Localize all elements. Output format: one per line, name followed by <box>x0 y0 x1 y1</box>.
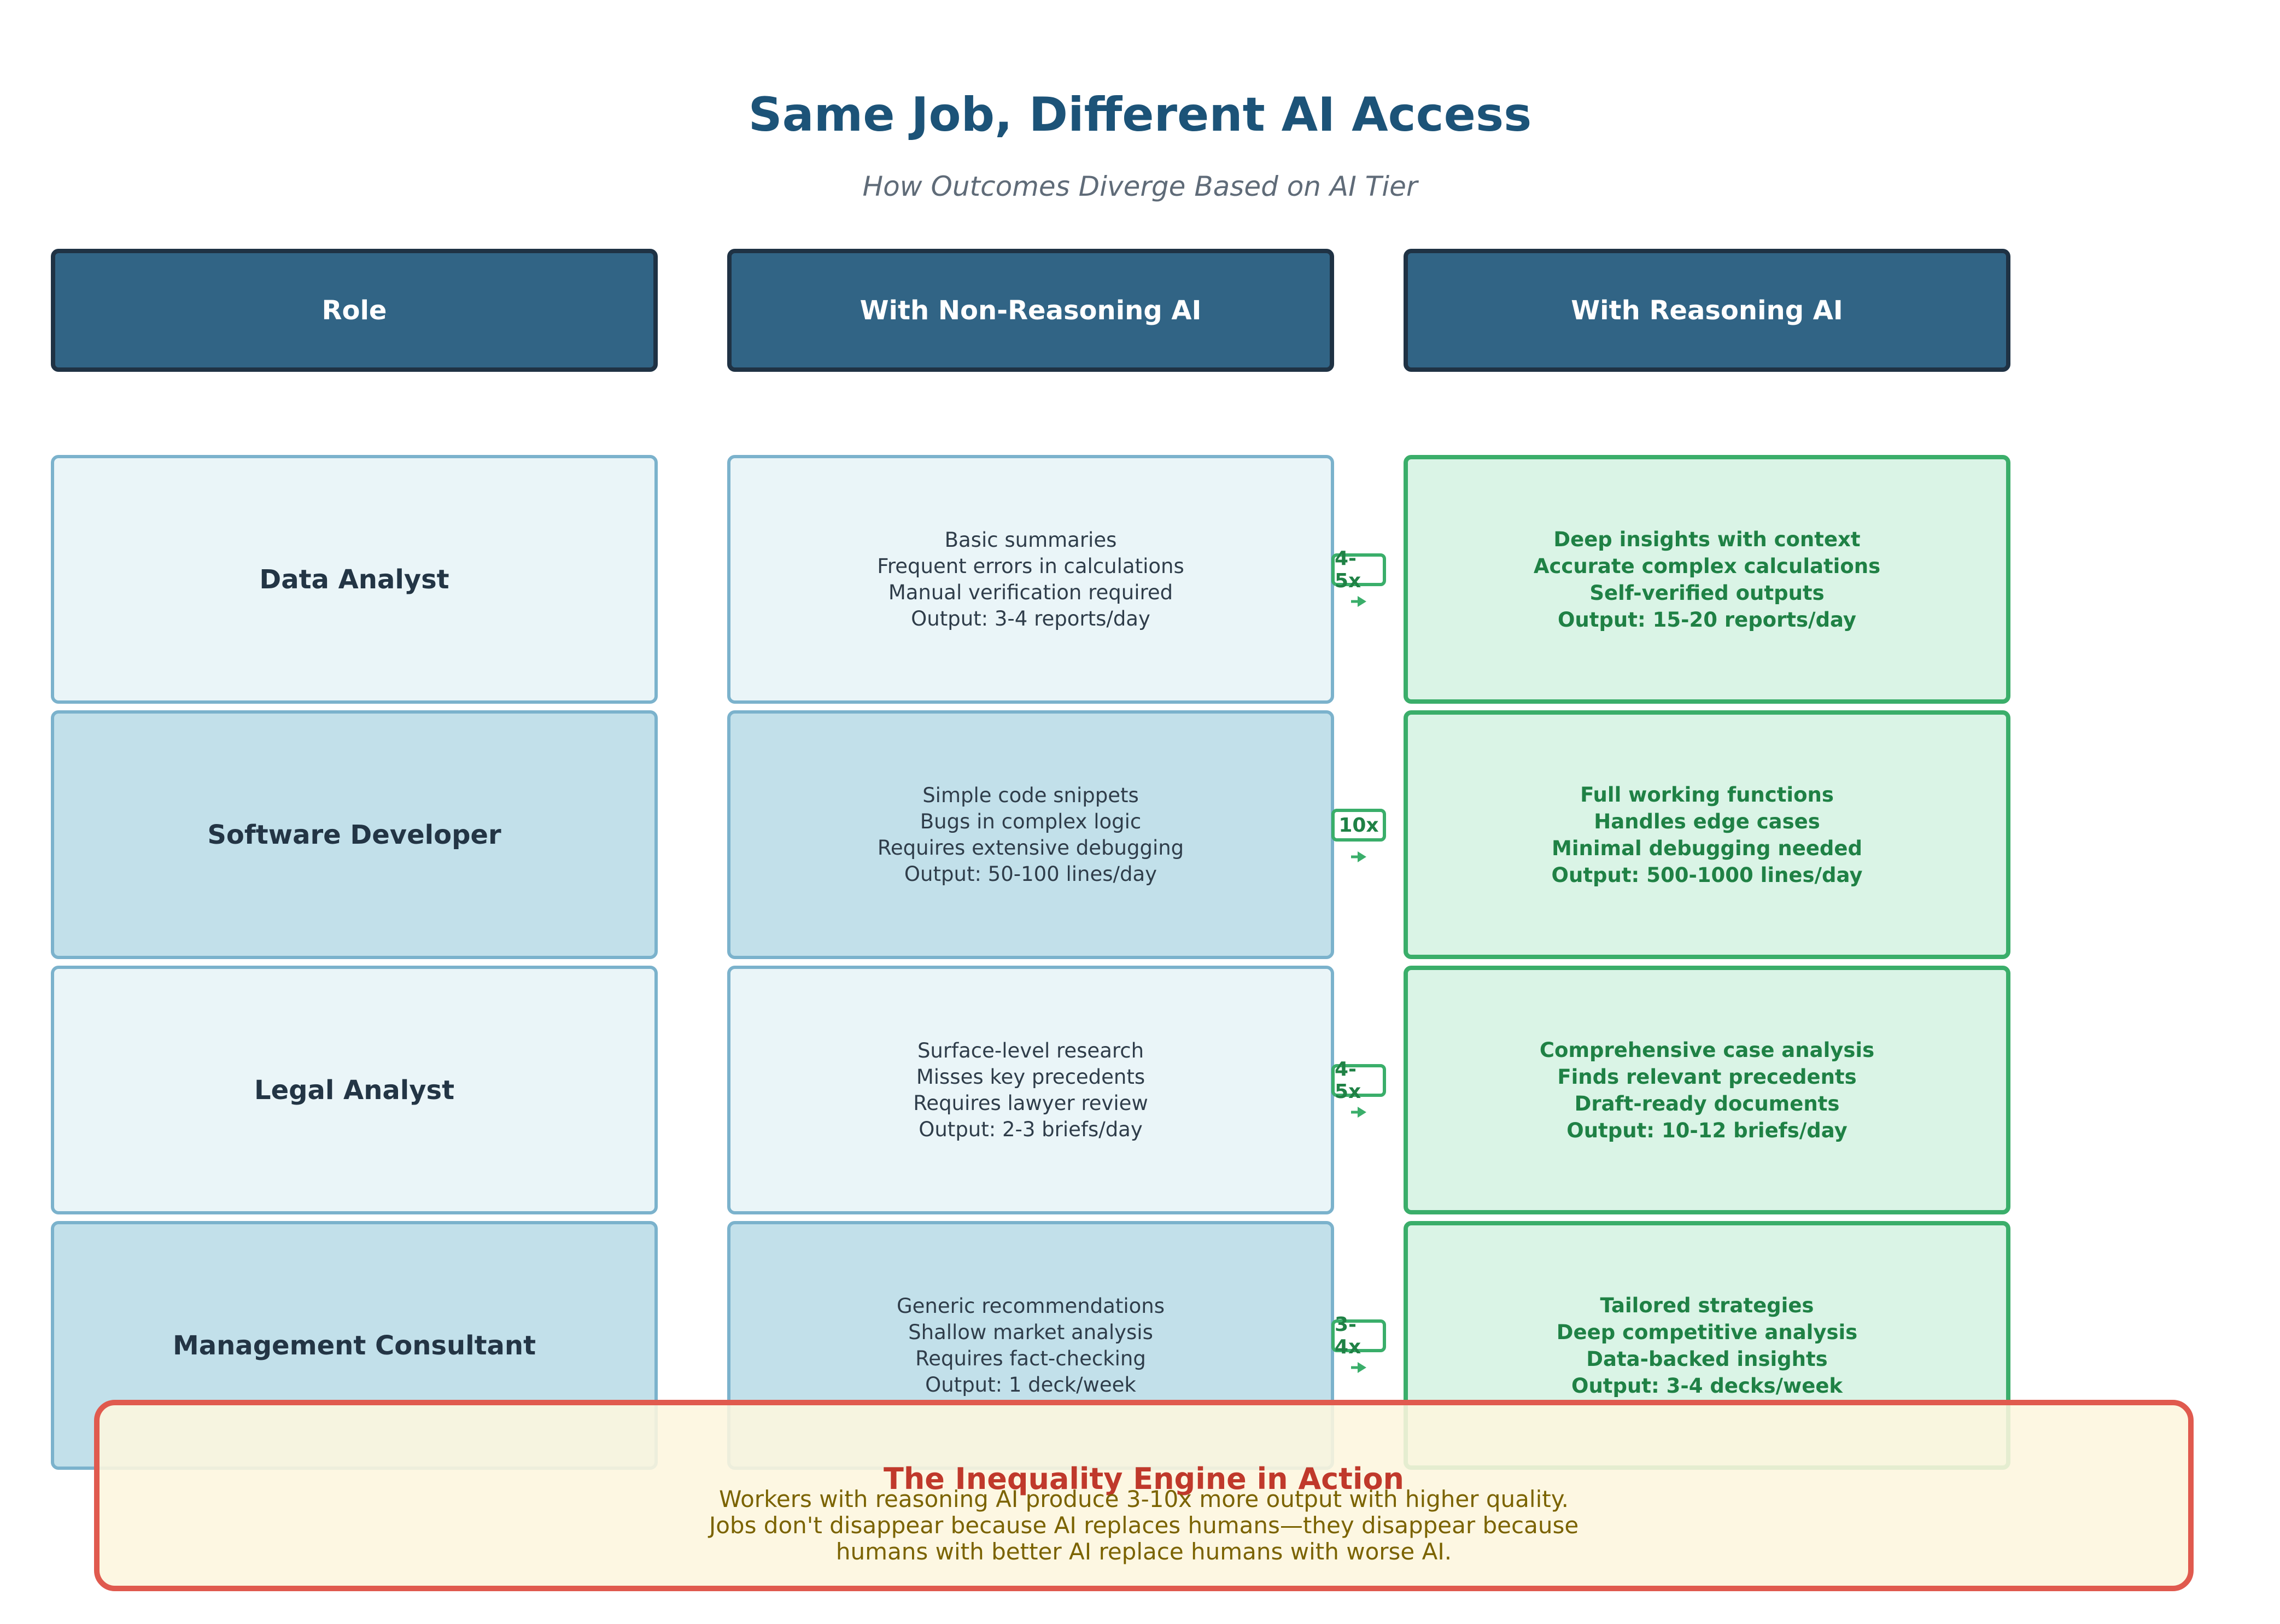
row-legal-analyst: Legal Analyst Surface-level research Mis… <box>0 966 2280 1214</box>
non-reasoning-line: Misses key precedents <box>916 1065 1145 1089</box>
non-reasoning-line: Generic recommendations <box>897 1294 1165 1318</box>
role-cell: Software Developer <box>51 710 658 959</box>
arrow-right-icon <box>1351 851 1366 862</box>
non-reasoning-line: Output: 1 deck/week <box>925 1372 1136 1397</box>
non-reasoning-line: Surface-level research <box>917 1038 1144 1062</box>
callout-line: Workers with reasoning AI produce 3-10x … <box>719 1486 1569 1512</box>
non-reasoning-line: Basic summaries <box>944 528 1117 552</box>
reasoning-cell: Comprehensive case analysis Finds releva… <box>1404 966 2010 1214</box>
reasoning-line: Tailored strategies <box>1600 1293 1814 1317</box>
non-reasoning-line: Output: 2-3 briefs/day <box>919 1117 1143 1141</box>
reasoning-line: Deep competitive analysis <box>1556 1320 1858 1344</box>
role-label: Legal Analyst <box>254 1074 455 1106</box>
page-subtitle: How Outcomes Diverge Based on AI Tier <box>862 171 1418 202</box>
reasoning-line: Accurate complex calculations <box>1533 554 1881 578</box>
reasoning-cell: Deep insights with context Accurate comp… <box>1404 455 2010 704</box>
role-cell: Legal Analyst <box>51 966 658 1214</box>
page-title: Same Job, Different AI Access <box>748 87 1532 142</box>
multiplier-badge: 3-4x <box>1331 1313 1386 1358</box>
reasoning-line: Self-verified outputs <box>1589 581 1825 605</box>
non-reasoning-cell: Surface-level research Misses key preced… <box>727 966 1334 1214</box>
reasoning-line: Output: 500-1000 lines/day <box>1551 863 1863 887</box>
reasoning-line: Output: 10-12 briefs/day <box>1566 1118 1848 1142</box>
multiplier-badge: 4-5x <box>1331 1058 1386 1103</box>
arrow-right-icon <box>1351 1107 1366 1118</box>
callout-title: The Inequality Engine in Action <box>883 1462 1404 1496</box>
non-reasoning-cell: Simple code snippets Bugs in complex log… <box>727 710 1334 959</box>
reasoning-line: Full working functions <box>1580 782 1834 807</box>
role-label: Data Analyst <box>259 564 449 595</box>
callout-line: Jobs don't disappear because AI replaces… <box>709 1512 1579 1539</box>
multiplier-badge: 10x <box>1331 809 1386 842</box>
reasoning-line: Minimal debugging needed <box>1552 836 1862 860</box>
arrow-right-icon <box>1351 1362 1366 1373</box>
non-reasoning-line: Shallow market analysis <box>908 1320 1153 1344</box>
callout-body: Workers with reasoning AI produce 3-10x … <box>100 1486 2188 1565</box>
non-reasoning-cell: Basic summaries Frequent errors in calcu… <box>727 455 1334 704</box>
reasoning-line: Finds relevant precedents <box>1557 1065 1857 1089</box>
reasoning-line: Data-backed insights <box>1586 1347 1828 1371</box>
reasoning-line: Draft-ready documents <box>1574 1091 1840 1115</box>
non-reasoning-line: Frequent errors in calculations <box>877 554 1184 578</box>
reasoning-line: Output: 3-4 decks/week <box>1571 1374 1843 1398</box>
non-reasoning-line: Requires fact-checking <box>915 1346 1146 1370</box>
non-reasoning-line: Manual verification required <box>888 580 1173 604</box>
row-data-analyst: Data Analyst Basic summaries Frequent er… <box>0 455 2280 704</box>
role-cell: Data Analyst <box>51 455 658 704</box>
reasoning-line: Handles edge cases <box>1594 809 1820 833</box>
callout-line: humans with better AI replace humans wit… <box>835 1538 1452 1565</box>
header-non-reasoning-ai: With Non-Reasoning AI <box>727 249 1334 372</box>
reasoning-line: Output: 15-20 reports/day <box>1557 607 1857 632</box>
multiplier-badge: 4-5x <box>1331 547 1386 592</box>
header-reasoning-ai: With Reasoning AI <box>1404 249 2010 372</box>
role-label: Management Consultant <box>172 1330 536 1361</box>
arrow-right-icon <box>1351 596 1366 607</box>
inequality-callout: The Inequality Engine in Action Workers … <box>94 1400 2194 1591</box>
reasoning-line: Deep insights with context <box>1553 527 1861 551</box>
row-software-developer: Software Developer Simple code snippets … <box>0 710 2280 959</box>
non-reasoning-line: Output: 3-4 reports/day <box>911 606 1150 630</box>
header-role: Role <box>51 249 658 372</box>
role-label: Software Developer <box>207 819 501 850</box>
non-reasoning-line: Simple code snippets <box>922 783 1139 807</box>
non-reasoning-line: Requires lawyer review <box>913 1091 1148 1115</box>
reasoning-line: Comprehensive case analysis <box>1539 1038 1875 1062</box>
non-reasoning-line: Requires extensive debugging <box>877 836 1184 860</box>
reasoning-cell: Full working functions Handles edge case… <box>1404 710 2010 959</box>
non-reasoning-line: Output: 50-100 lines/day <box>904 862 1157 886</box>
non-reasoning-line: Bugs in complex logic <box>920 809 1142 833</box>
